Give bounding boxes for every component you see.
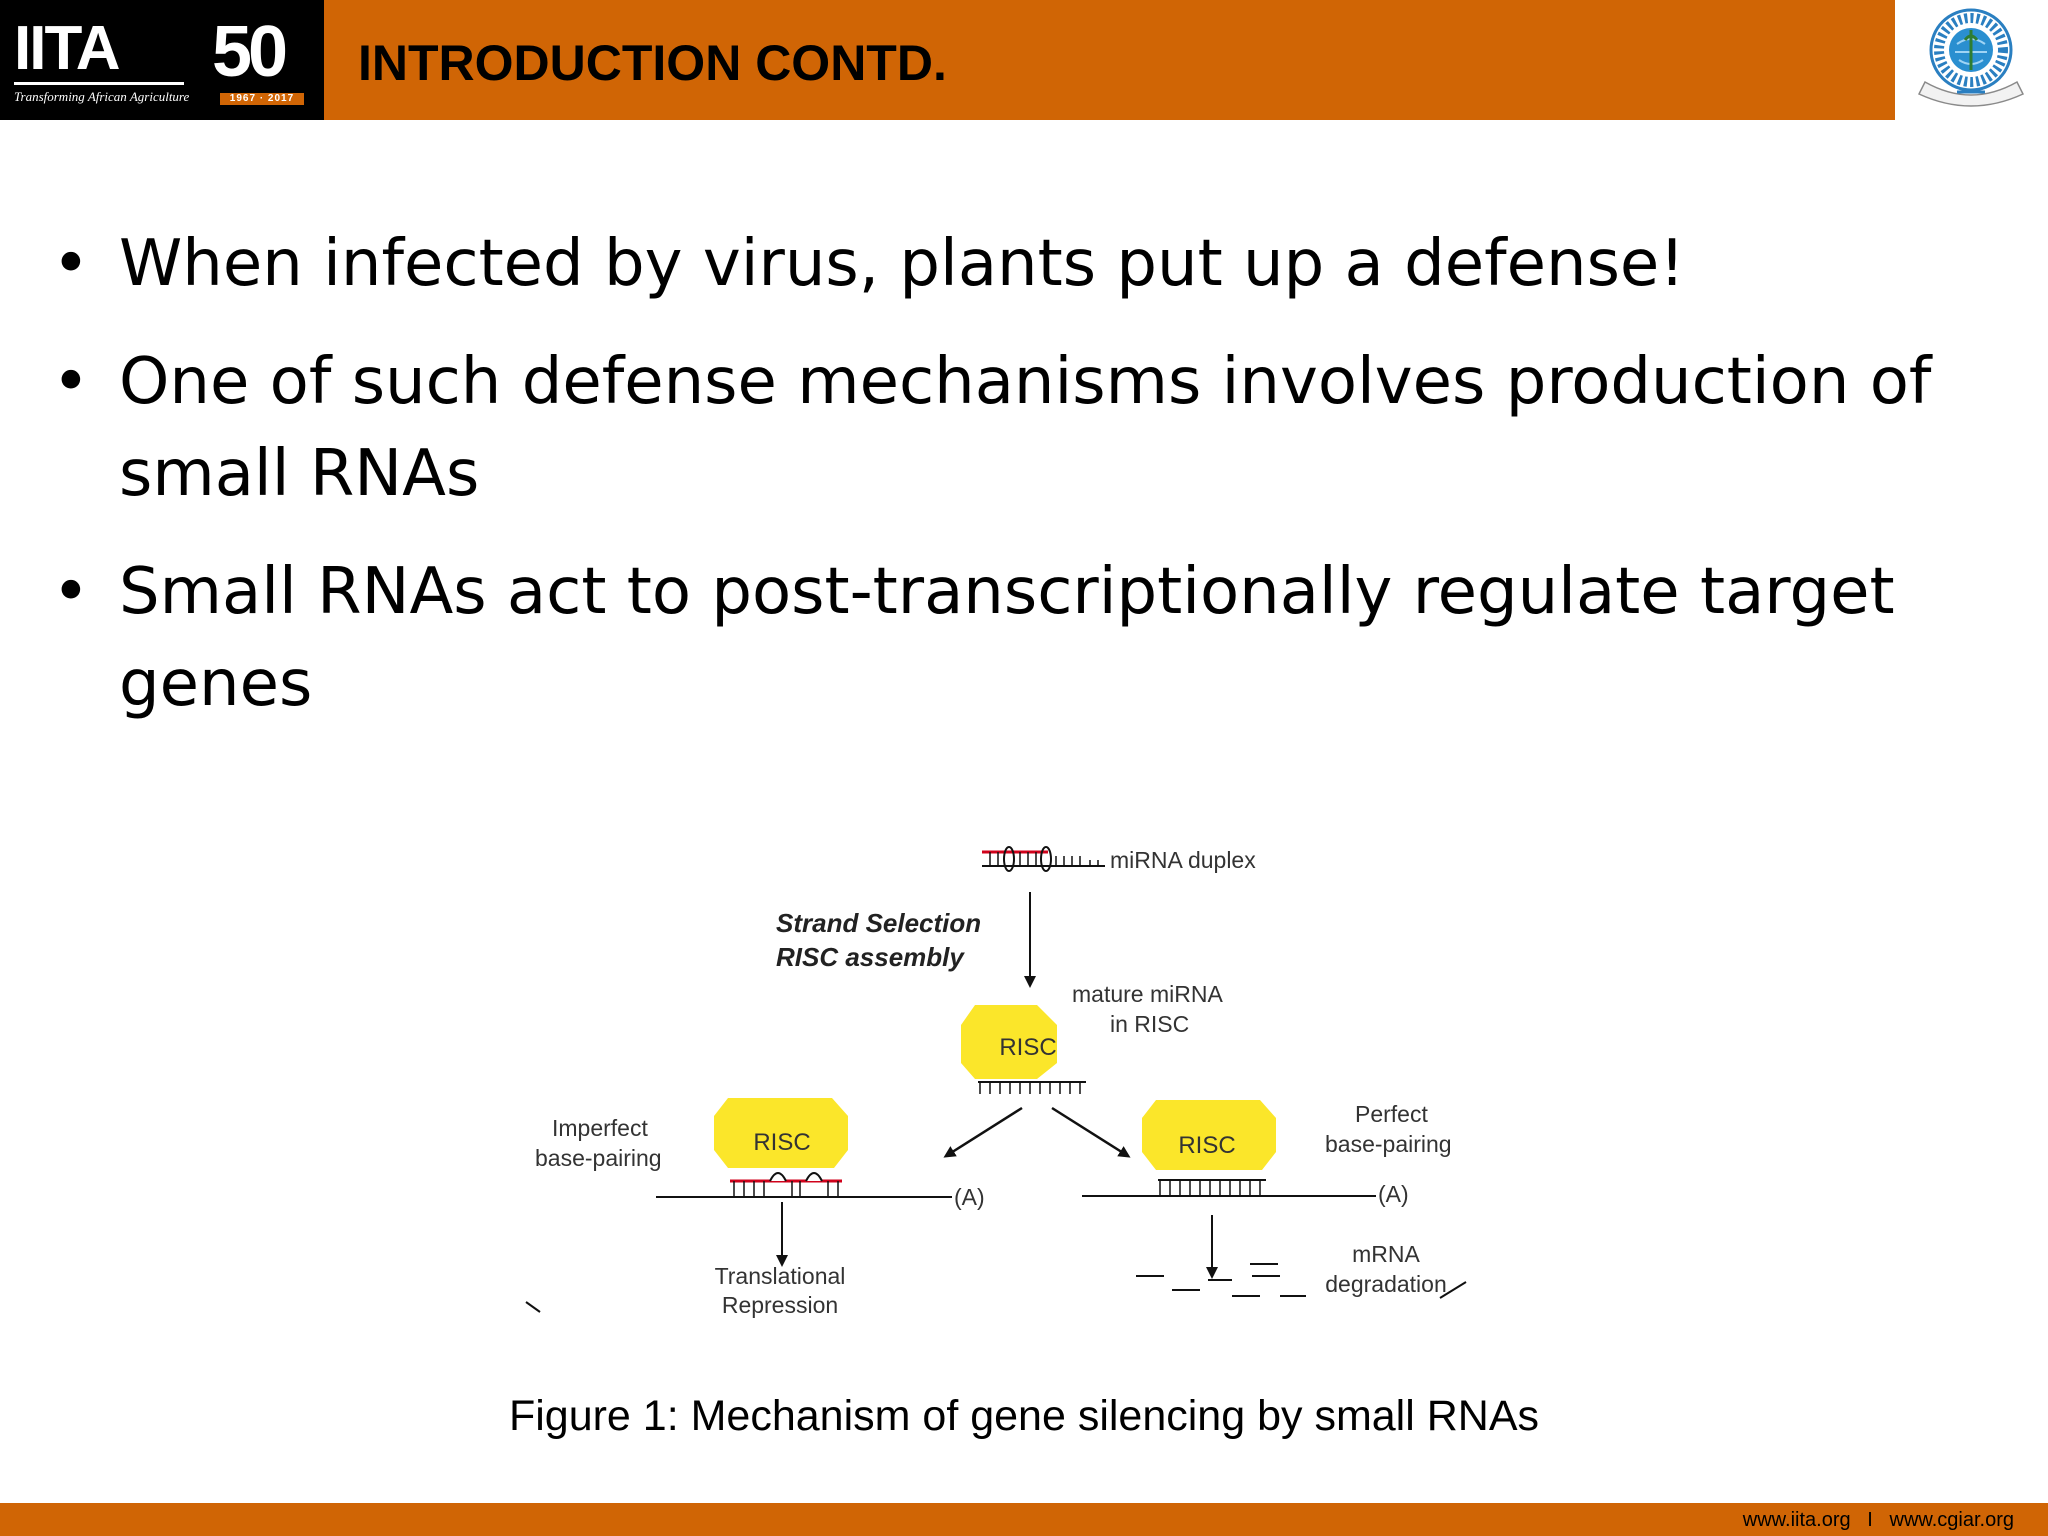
figure-caption: Figure 1: Mechanism of gene silencing by… xyxy=(508,1392,1540,1440)
strand-selection-label: Strand Selection xyxy=(776,908,981,938)
footer-links: www.iita.org I www.cgiar.org xyxy=(1742,1509,2014,1531)
risc-assembly-label: RISC assembly xyxy=(776,942,965,972)
iita-logo-underline xyxy=(14,82,184,85)
perfect-pairing-icon xyxy=(1158,1179,1266,1196)
bullet-dot-icon: • xyxy=(52,555,90,629)
bullet-item: • One of such defense mechanisms involves… xyxy=(52,336,1982,520)
translational-label: Translational xyxy=(715,1263,846,1289)
imperfect-label-line2: base-pairing xyxy=(535,1145,662,1171)
bullet-dot-icon: • xyxy=(52,227,90,301)
duplex-label: miRNA duplex xyxy=(1110,847,1256,873)
polya-label: (A) xyxy=(954,1184,985,1210)
mrna-label: mRNA xyxy=(1352,1241,1420,1267)
bullet-dot-icon: • xyxy=(52,345,90,419)
bullet-item: • When infected by virus, plants put up a… xyxy=(52,218,1982,310)
mature-mirna-label-line2: in RISC xyxy=(1110,1011,1189,1037)
mrna-fragments-icon xyxy=(1136,1263,1306,1297)
bullet-item: • Small RNAs act to post-transcriptionall… xyxy=(52,546,1982,730)
bullet-text: Small RNAs act to post-transcriptionally… xyxy=(119,555,1895,721)
mirna-mechanism-diagram: miRNA duplex Strand Selection RISC assem… xyxy=(525,846,1467,1318)
risc-complex-icon xyxy=(1142,1100,1276,1170)
arrow-right-branch-icon xyxy=(1051,1106,1131,1158)
risc-complex-icon xyxy=(961,1005,1057,1079)
slide-title: INTRODUCTION CONTD. xyxy=(358,35,947,91)
iarsaf-logo xyxy=(1895,0,2048,120)
degradation-label: degradation xyxy=(1325,1271,1447,1297)
mature-mirna-label: mature miRNA xyxy=(1072,981,1223,1007)
iarsaf-emblem-icon xyxy=(1917,8,2025,107)
iita-logo-tagline: Transforming African Agriculture xyxy=(14,89,190,104)
risc-label: RISC xyxy=(753,1129,810,1156)
perfect-label-line2: base-pairing xyxy=(1325,1131,1452,1157)
footer-bar xyxy=(0,1503,2048,1536)
risc-label: RISC xyxy=(999,1034,1056,1061)
arrow-left-branch-icon xyxy=(943,1106,1023,1158)
mirna-strand-icon xyxy=(978,1081,1086,1094)
diagram-edge-mark xyxy=(525,1301,541,1313)
anniversary-logo-number: 50 xyxy=(212,12,288,92)
risc-complex-icon xyxy=(714,1098,848,1168)
imperfect-label: Imperfect xyxy=(552,1115,648,1141)
iita-logo-text: IITA xyxy=(14,14,120,83)
imperfect-pairing-icon xyxy=(730,1172,842,1197)
bullet-text: One of such defense mechanisms involves … xyxy=(119,345,1932,511)
repression-label: Repression xyxy=(722,1292,838,1318)
polya-label: (A) xyxy=(1378,1181,1409,1207)
risc-label: RISC xyxy=(1178,1132,1235,1159)
bullet-list: • When infected by virus, plants put up a… xyxy=(52,218,1982,756)
diagram-edge-mark xyxy=(1439,1281,1467,1299)
iita-logo: IITA Transforming African Agriculture 50… xyxy=(0,0,324,120)
mirna-duplex-icon xyxy=(982,846,1105,872)
bullet-text: When infected by virus, plants put up a … xyxy=(119,227,1685,301)
anniversary-logo-years: 1967 · 2017 xyxy=(220,93,304,105)
perfect-label: Perfect xyxy=(1355,1101,1428,1127)
